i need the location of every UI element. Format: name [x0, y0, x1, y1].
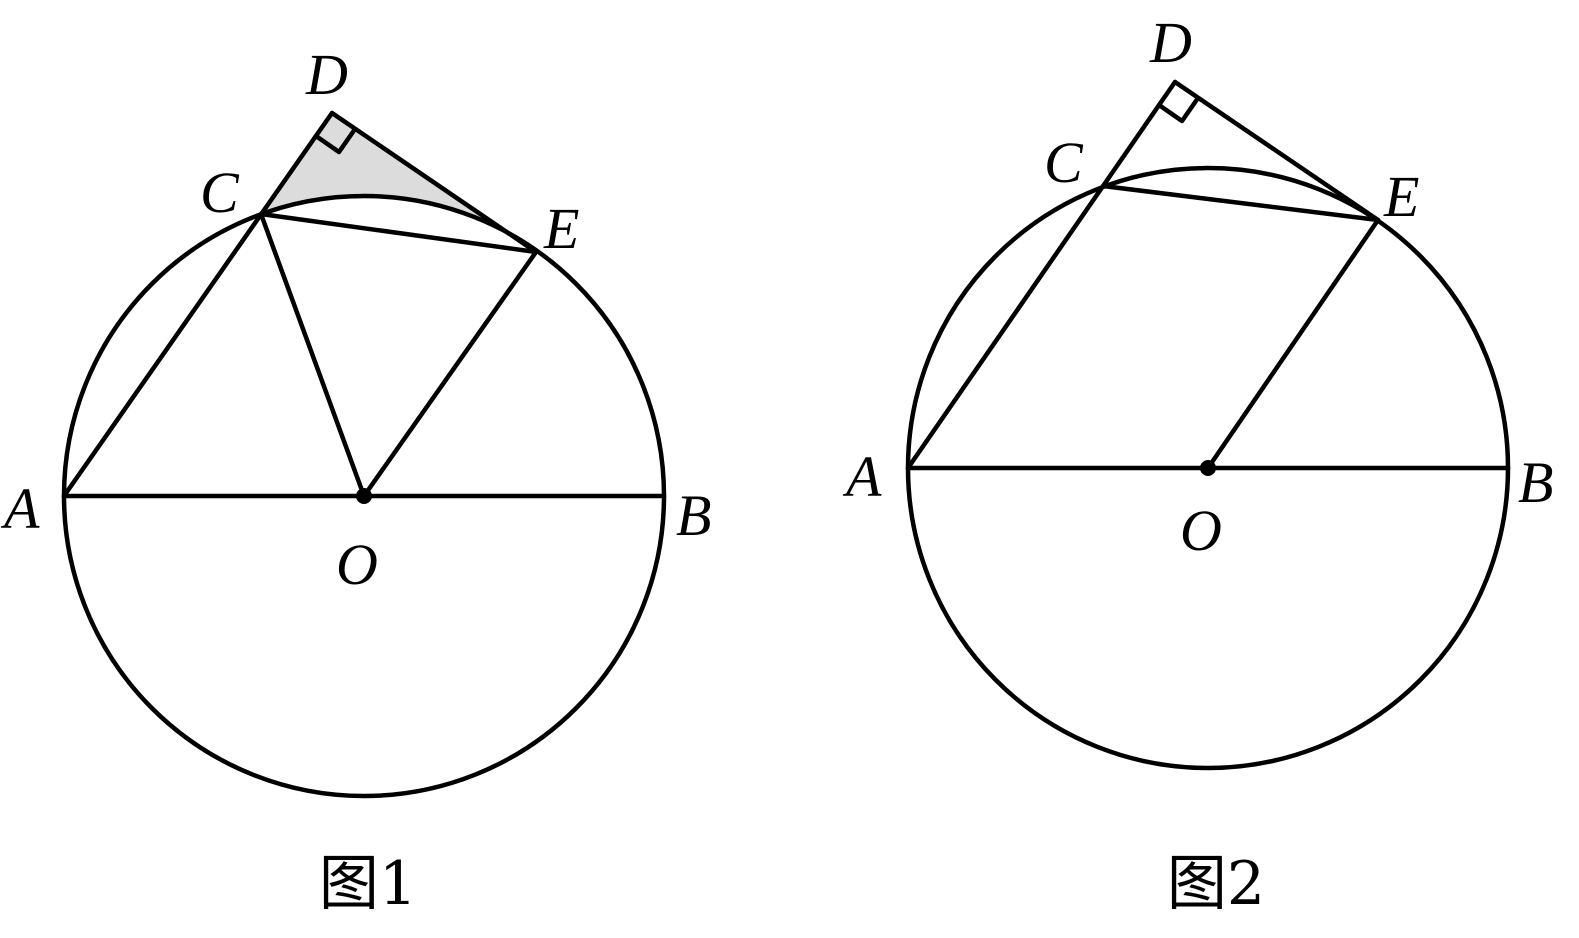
figure-1-label-e: E	[543, 196, 579, 261]
figure-2-label-b: B	[1518, 450, 1553, 515]
figure-1-label-c: C	[200, 160, 240, 225]
figure-1-label-b: B	[676, 483, 711, 548]
figure-2-segment-oe	[1205, 217, 1381, 471]
figure-1-caption: 图1	[319, 849, 417, 919]
figure-1-segment-oe	[361, 249, 539, 499]
figure-1-segment-oc	[258, 211, 367, 499]
figure-1: D C E A B O 图1	[0, 42, 711, 919]
figure-2-label-d: D	[1149, 10, 1192, 75]
figure-2-segment-ce	[1100, 183, 1381, 223]
figure-2-label-a: A	[842, 444, 882, 509]
figure-1-segment-de	[329, 110, 539, 255]
figure-2-segment-ad	[905, 79, 1178, 471]
figure-1-right-angle-mark	[313, 126, 358, 155]
figure-2-center-point	[1200, 460, 1216, 476]
figure-2-label-e: E	[1383, 164, 1419, 229]
figure-1-label-d: D	[305, 42, 348, 107]
figure-1-segment-ad	[61, 110, 335, 499]
figure-2-label-o: O	[1180, 498, 1222, 563]
figure-2-right-angle-mark	[1156, 95, 1201, 124]
figure-2-label-c: C	[1044, 130, 1084, 195]
figure-2-caption: 图2	[1167, 849, 1265, 919]
figure-1-label-a: A	[0, 476, 40, 541]
figure-1-center-point	[356, 488, 372, 504]
figure-1-segment-ce	[258, 211, 539, 255]
figure-2: D C E A B O 图2	[842, 10, 1553, 919]
figure-1-label-o: O	[336, 532, 378, 597]
figure-2-segment-de	[1172, 79, 1381, 223]
